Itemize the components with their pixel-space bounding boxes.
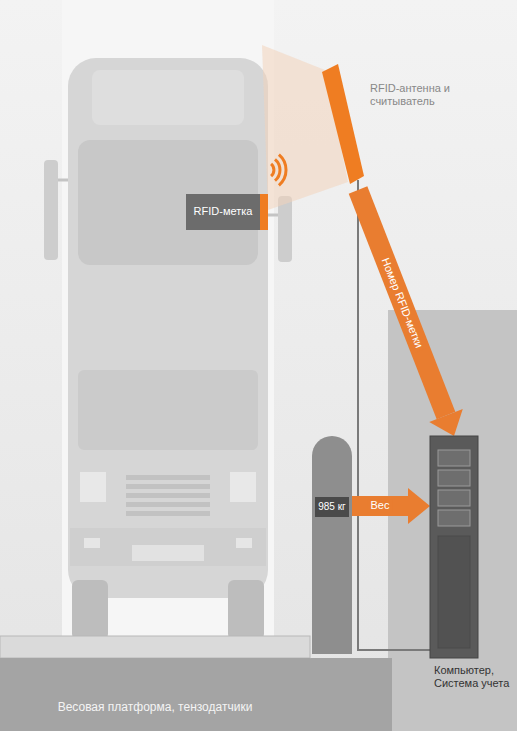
platform-base <box>0 658 310 731</box>
weight-display <box>315 497 349 517</box>
rfid-tag: RFID-метка <box>186 194 268 230</box>
grille-slat <box>126 484 210 489</box>
node-shape <box>312 436 352 654</box>
antenna-pole-wire <box>358 180 430 650</box>
tag-label-box <box>186 194 260 230</box>
fog-light <box>84 538 100 548</box>
node-label: 985 кг <box>318 501 346 513</box>
node-label: RFID-антенна и считыватель <box>370 82 456 108</box>
license-plate <box>132 545 204 561</box>
radio-wave <box>271 164 274 176</box>
truck-mirror <box>278 196 292 262</box>
truck-cab <box>68 58 268 598</box>
node-label: Весовая платформа, тензодатчики <box>0 700 310 714</box>
cabinet-panel <box>438 510 470 526</box>
truck-headlight <box>230 472 256 502</box>
arrow-shaft <box>352 496 408 516</box>
node-shape <box>318 60 458 190</box>
grille-slat <box>126 502 210 507</box>
node-label: Компьютер, Система учета <box>434 664 512 690</box>
arrow-label: Номер RFID-метки <box>377 253 426 352</box>
truck-grille-panel <box>78 370 258 450</box>
platform-slab <box>0 636 310 658</box>
truck-mirror <box>44 160 58 260</box>
mirror-arm <box>58 179 68 182</box>
truck-wheel <box>72 580 108 640</box>
weight-terminal: 985 кг <box>312 436 352 654</box>
arrow-head <box>429 409 463 436</box>
radio-wave <box>279 155 286 186</box>
grille-slat <box>126 493 210 498</box>
weighing-platform: Весовая платформа, тензодатчики <box>0 636 310 731</box>
cabinet-panel <box>438 490 470 506</box>
grille-slat <box>126 475 210 480</box>
cabinet-lower <box>438 536 470 648</box>
tag-strip <box>260 194 268 230</box>
node-shape <box>0 636 310 731</box>
cabinet-panel <box>438 470 470 486</box>
building <box>388 310 517 731</box>
radio-wave <box>275 159 280 180</box>
fog-light <box>236 538 252 548</box>
truck-roof-panel <box>92 70 244 125</box>
arrow-shaft <box>358 190 446 416</box>
arrow-label: Вес <box>368 499 393 512</box>
data-flow-arrow <box>358 190 463 436</box>
data-flow-arrow <box>352 488 430 524</box>
truck <box>44 58 292 640</box>
light-column <box>62 0 274 640</box>
arrow-head <box>408 488 430 524</box>
computer-cabinet: Компьютер, Система учета <box>426 436 514 706</box>
grille-slat <box>126 511 210 516</box>
rfid-antenna: RFID-антенна и считыватель <box>318 60 458 190</box>
cabinet-panel <box>438 450 470 466</box>
cabinet-body <box>430 436 478 658</box>
node-label: RFID-метка <box>194 205 253 218</box>
terminal-body <box>312 436 352 654</box>
mirror-arm <box>268 214 278 217</box>
truck-wheel <box>228 580 264 640</box>
antenna-panel <box>322 64 364 184</box>
truck-bumper <box>70 528 266 566</box>
ground-band <box>0 658 392 731</box>
truck-headlight <box>80 472 106 502</box>
